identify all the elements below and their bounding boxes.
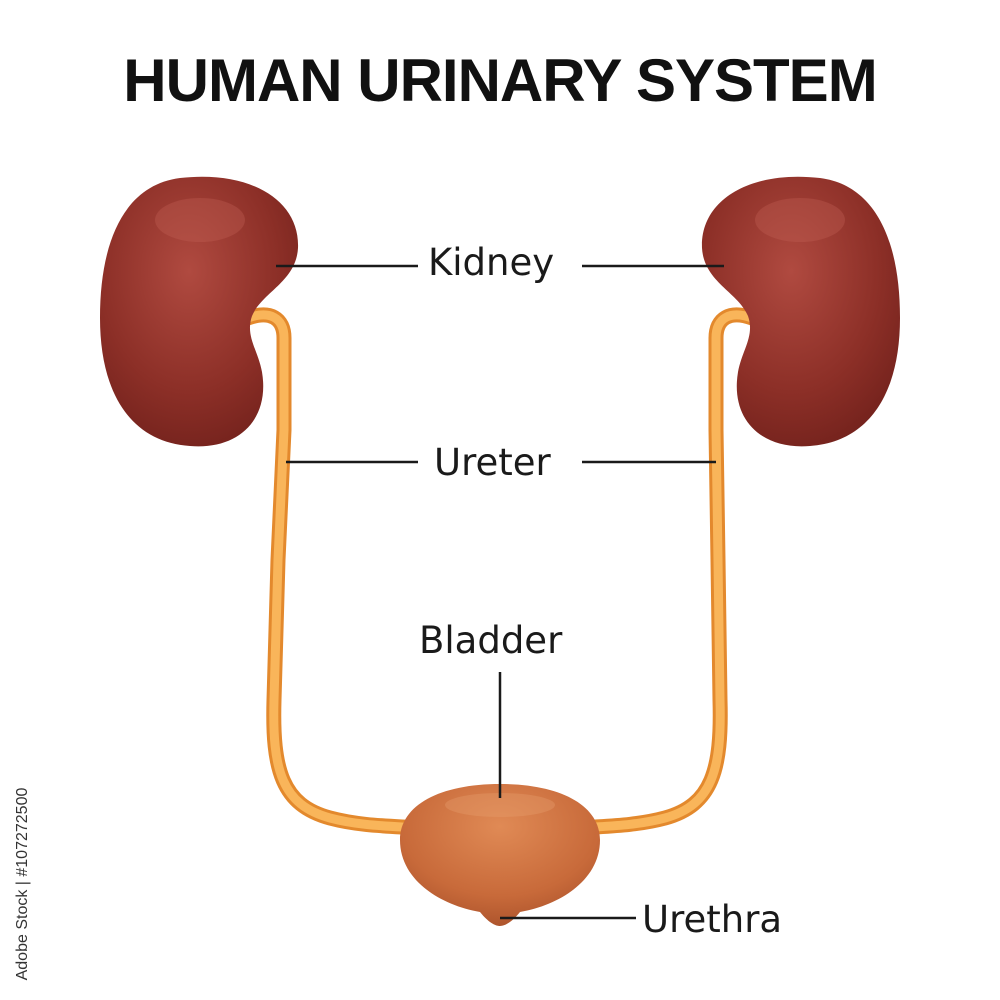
diagram-title: HUMAN URINARY SYSTEM: [123, 47, 877, 114]
ureter-label: Ureter: [434, 441, 551, 484]
kidney-label: Kidney: [428, 241, 555, 284]
left-kidney: [100, 176, 299, 447]
bladder-label: Bladder: [419, 619, 563, 662]
right-ureter: [572, 307, 760, 836]
urethra-label: Urethra: [642, 898, 783, 941]
stock-id-caption: Adobe Stock | #107272500: [8, 768, 38, 1000]
stock-id-text: Adobe Stock | #107272500: [14, 787, 31, 981]
bladder-shape: [400, 784, 600, 926]
right-kidney: [701, 176, 900, 447]
